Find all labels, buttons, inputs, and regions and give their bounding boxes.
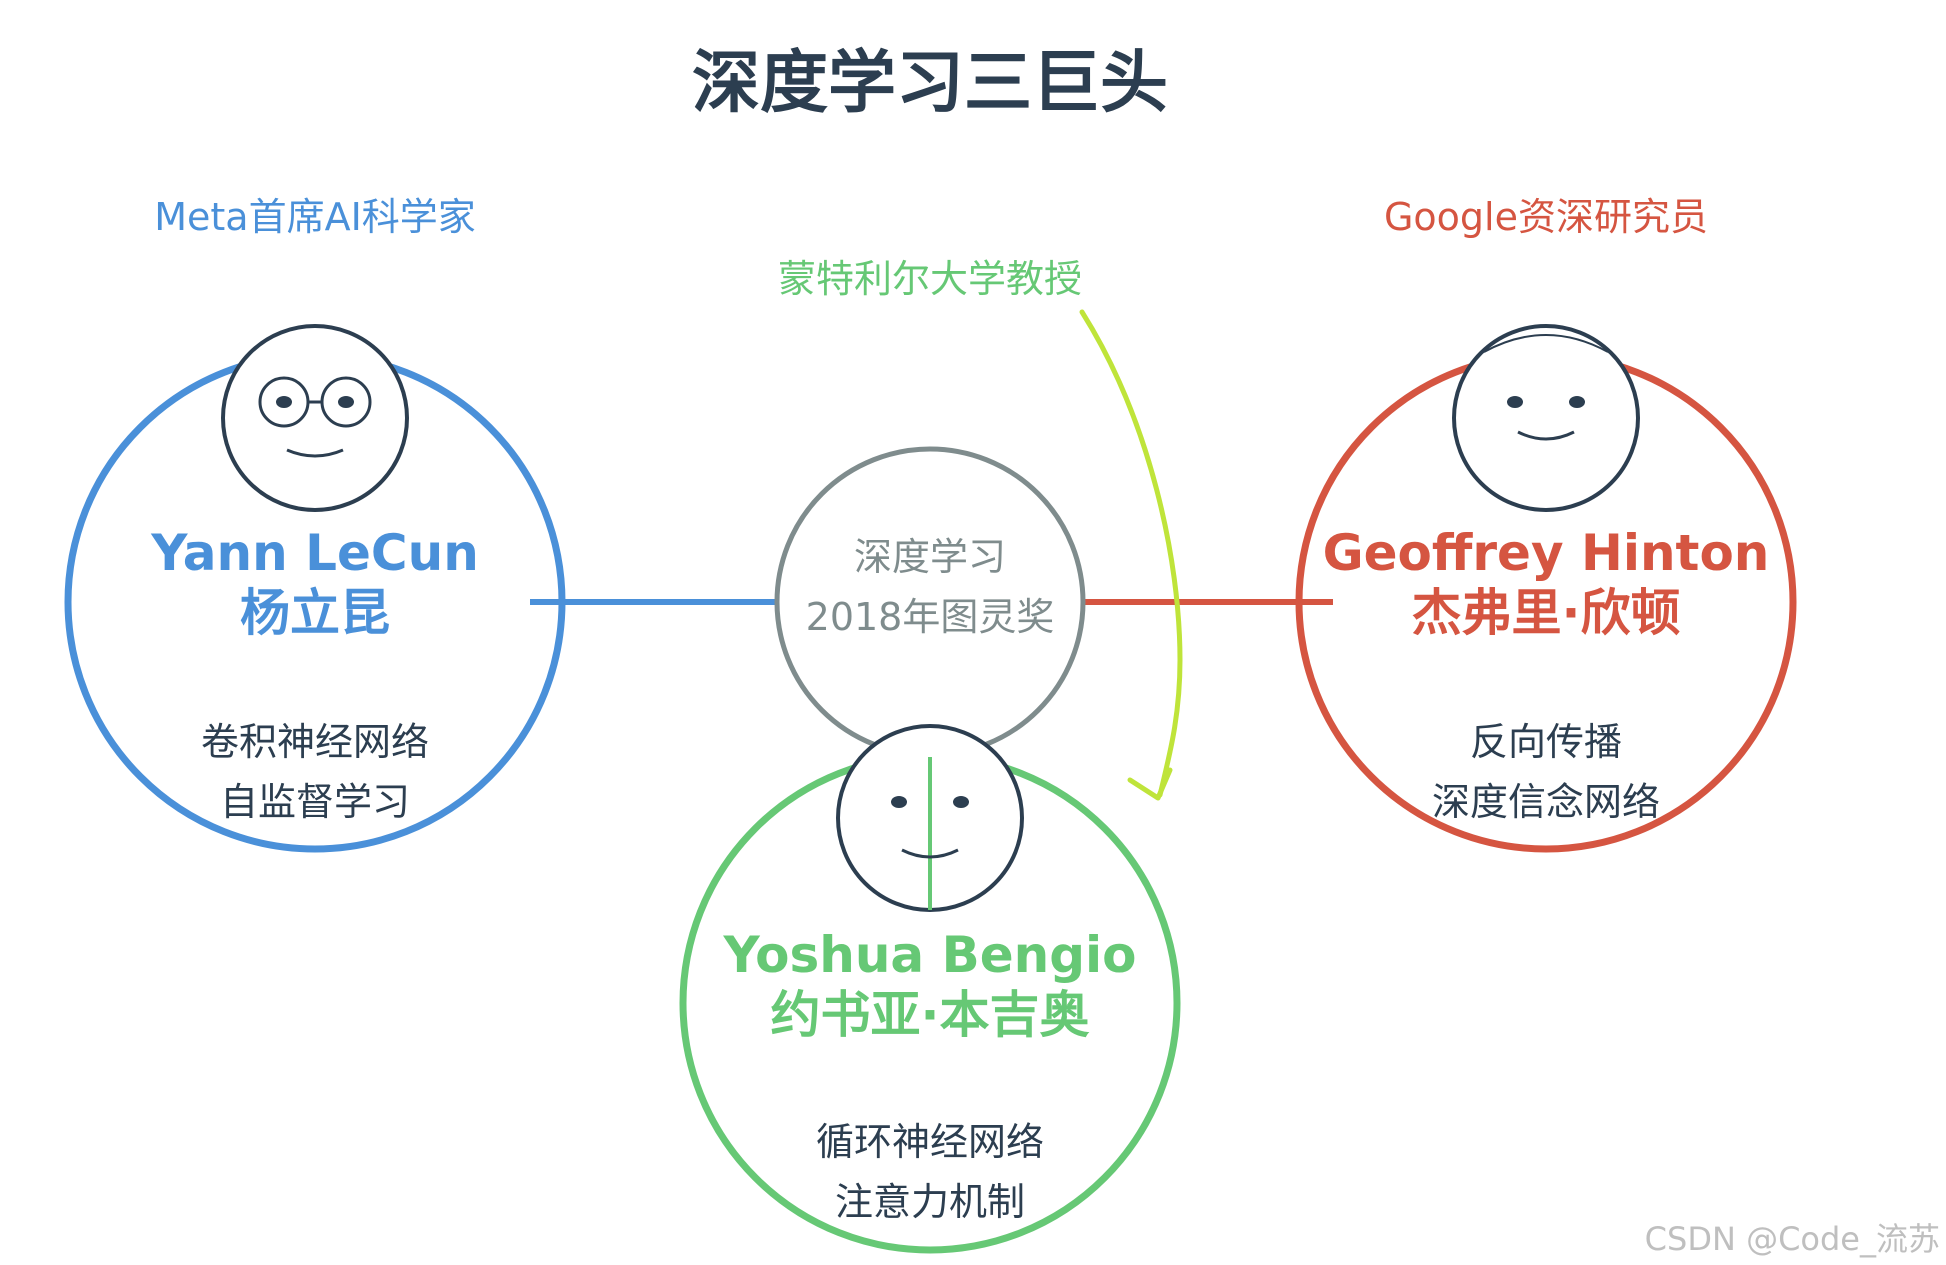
- diagram-title: 深度学习三巨头: [692, 44, 1168, 123]
- lecun-role: Meta首席AI科学家: [154, 195, 476, 239]
- bengio-work-1: 循环神经网络: [816, 1120, 1044, 1164]
- bengio-work-2: 注意力机制: [835, 1180, 1025, 1224]
- bengio-face-icon: [838, 726, 1022, 910]
- lecun-face-icon: [223, 326, 407, 510]
- bengio-name-en: Yoshua Bengio: [723, 926, 1137, 984]
- hinton-face-icon: [1454, 326, 1638, 510]
- bengio-role: 蒙特利尔大学教授: [778, 257, 1082, 301]
- person-bengio: Yoshua Bengio 约书亚·本吉奥 循环神经网络 注意力机制: [683, 726, 1177, 1250]
- lecun-work-1: 卷积神经网络: [201, 720, 429, 764]
- lecun-work-2: 自监督学习: [220, 780, 410, 824]
- lecun-name-en: Yann LeCun: [150, 524, 479, 582]
- center-label-topic: 深度学习: [854, 535, 1006, 579]
- hinton-role: Google资深研究员: [1384, 195, 1708, 239]
- hinton-name-zh: 杰弗里·欣顿: [1412, 584, 1681, 642]
- bengio-name-zh: 约书亚·本吉奥: [771, 986, 1090, 1044]
- hinton-work-1: 反向传播: [1470, 720, 1622, 764]
- pointer-arrow-icon: [1082, 312, 1180, 798]
- hinton-work-2: 深度信念网络: [1432, 780, 1660, 824]
- person-lecun: Meta首席AI科学家 Yann LeCun 杨立昆 卷积神经网络 自监督学习: [68, 195, 562, 849]
- center-label-award: 2018年图灵奖: [806, 595, 1055, 639]
- lecun-name-zh: 杨立昆: [240, 584, 390, 642]
- hinton-name-en: Geoffrey Hinton: [1323, 524, 1770, 582]
- center-node: 深度学习 2018年图灵奖: [777, 449, 1083, 755]
- person-hinton: Google资深研究员 Geoffrey Hinton 杰弗里·欣顿 反向传播 …: [1299, 195, 1793, 849]
- watermark: CSDN @Code_流苏: [1645, 1220, 1940, 1258]
